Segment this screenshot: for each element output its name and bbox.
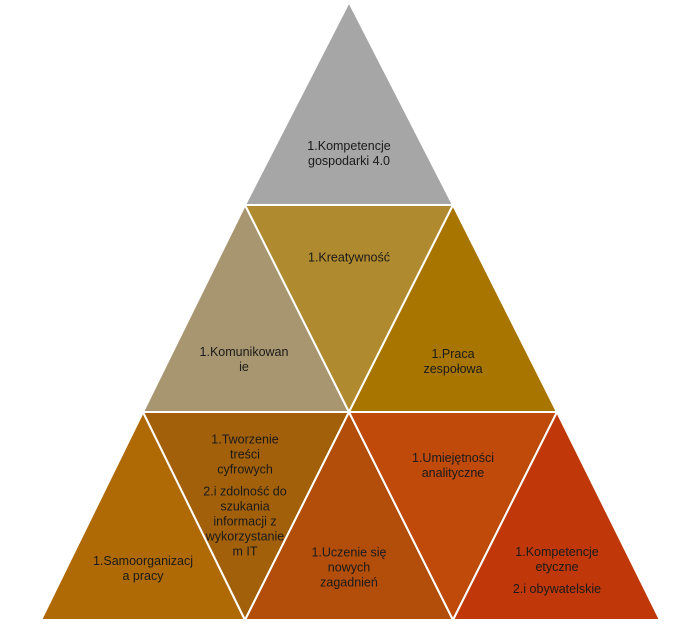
label-umiejetnosci: 1.Umiejętności analityczne — [412, 451, 494, 481]
label-tworzenie-line-4: 2.i zdolność do — [203, 484, 287, 499]
label-top: 1.Kompetencje gospodarki 4.0 — [307, 139, 390, 169]
label-etyczne-line-1: 1.Kompetencje — [515, 545, 599, 559]
label-samoorganizacja-line-2: a pracy — [122, 569, 164, 583]
label-tworzenie-line-6: informacji z — [213, 514, 277, 529]
label-praca-zespolowa-line-1: 1.Praca — [431, 347, 475, 361]
label-tworzenie-line-8: m IT — [232, 544, 258, 559]
label-komunikowanie-line-2: ie — [239, 360, 249, 374]
label-komunikowanie-line-1: 1.Komunikowan — [199, 345, 289, 359]
label-tworzenie-tresci: 1.Tworzenie treści cyfrowych 2.i zdolnoś… — [203, 433, 286, 560]
label-uczenie-line-3: zagadnień — [320, 575, 378, 590]
label-umiejetnosci-line-1: 1.Umiejętności — [412, 451, 494, 465]
label-tworzenie-line-5: szukania — [220, 499, 270, 514]
label-tworzenie-line-7: wykorzystanie — [205, 529, 285, 544]
label-tworzenie-line-2: treści — [230, 447, 260, 462]
triangle-kompetencje-etyczne — [451, 409, 662, 621]
label-kompetencje-etyczne: 1.Kompetencje etyczne 2.i obywatelskie — [513, 545, 601, 597]
label-top-line-1: 1.Kompetencje — [307, 139, 391, 153]
label-kreatywnosc-line-1: 1.Kreatywność — [308, 250, 390, 265]
label-uczenie-line-1: 1.Uczenie się — [311, 545, 387, 560]
label-samoorganizacja: 1.Samoorganizacj a pracy — [93, 554, 193, 584]
label-top-line-2: gospodarki 4.0 — [307, 154, 391, 168]
label-tworzenie-line-3: cyfrowych — [217, 462, 273, 477]
label-umiejetnosci-line-2: analityczne — [421, 466, 485, 480]
label-uczenie-line-2: nowych — [327, 560, 371, 575]
label-uczenie: 1.Uczenie się nowych zagadnień — [311, 546, 386, 591]
label-tworzenie-line-1: 1.Tworzenie — [211, 432, 279, 447]
label-praca-zespolowa: 1.Praca zespołowa — [423, 347, 482, 377]
label-samoorganizacja-line-1: 1.Samoorganizacj — [92, 554, 194, 568]
label-etyczne-line-2: etyczne — [535, 560, 579, 574]
triangle-top — [243, 0, 455, 206]
label-etyczne-line-3: 2.i obywatelskie — [512, 582, 602, 596]
label-komunikowanie: 1.Komunikowan ie — [200, 345, 289, 375]
label-praca-zespolowa-line-2: zespołowa — [423, 362, 483, 376]
label-kreatywnosc: 1.Kreatywność — [308, 251, 390, 266]
